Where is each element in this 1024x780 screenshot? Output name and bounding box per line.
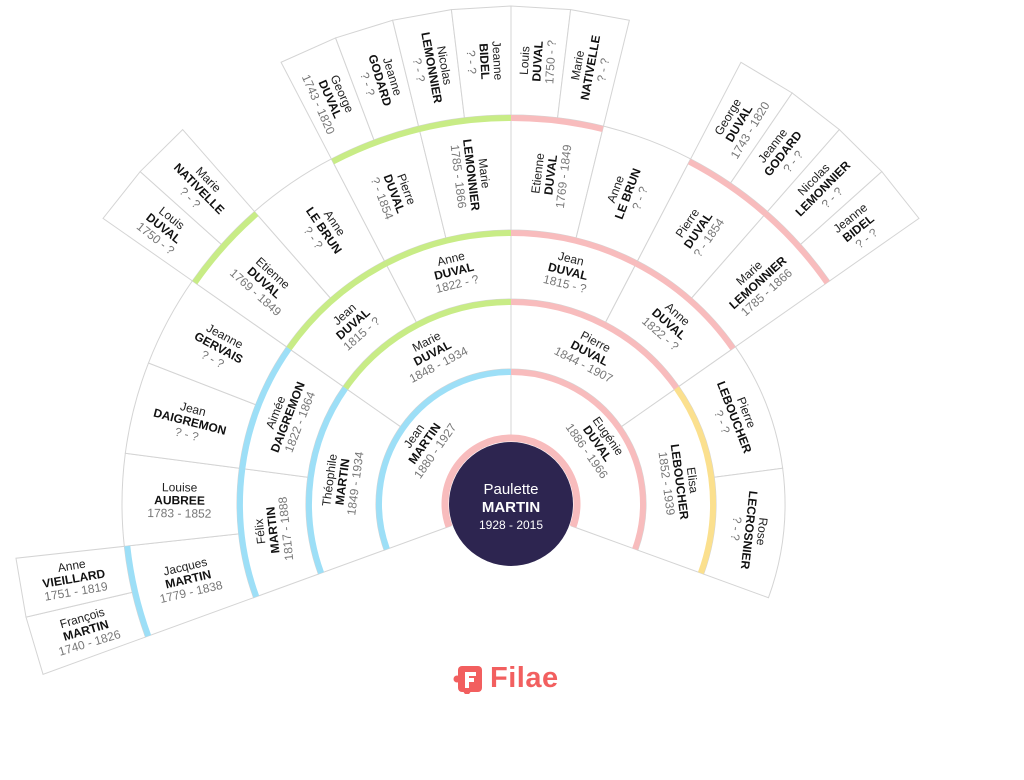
first-name: Anne xyxy=(436,249,467,269)
life-dates: ? - ? xyxy=(410,57,428,83)
lineage-arc xyxy=(192,211,259,285)
first-name: Louise xyxy=(162,480,198,494)
lineage-arc xyxy=(510,299,679,390)
lineage-arc xyxy=(418,115,512,132)
first-name: Félix xyxy=(252,518,269,545)
lineage-arc xyxy=(384,230,512,267)
lineage-arc xyxy=(674,386,716,575)
lineage-arc xyxy=(306,386,348,575)
lineage-arc xyxy=(237,468,260,598)
lineage-arc xyxy=(763,211,830,285)
lineage-arc xyxy=(343,299,512,390)
filae-logo[interactable]: Filae xyxy=(452,662,559,695)
filae-logo-text: Filae xyxy=(490,662,559,694)
first-name: Marie xyxy=(475,158,493,190)
lineage-arc xyxy=(286,260,388,351)
lineage-arc xyxy=(510,369,646,551)
lineage-arc xyxy=(687,158,768,217)
root-lineage-arc xyxy=(441,434,581,528)
first-name: Etienne xyxy=(528,152,547,194)
life-dates: ? - ? xyxy=(357,71,378,98)
first-name: Elisa xyxy=(684,466,701,494)
root-first-name: Paulette xyxy=(483,481,538,498)
lineage-arc xyxy=(634,260,736,351)
life-dates: ? - ? xyxy=(594,57,612,83)
first-name: Marie xyxy=(568,49,587,81)
last-name: DUVAL xyxy=(541,154,560,196)
first-name: Louis xyxy=(517,46,533,75)
life-dates: 1817 - 1888 xyxy=(275,496,296,562)
last-name: AUBREE xyxy=(154,493,205,508)
first-name: Théophile xyxy=(319,453,340,507)
last-name: BIDEL xyxy=(476,43,492,80)
last-name: DUVAL xyxy=(529,41,545,82)
last-name: MARTIN xyxy=(263,506,282,554)
filae-logo-icon xyxy=(453,665,482,694)
lineage-arc xyxy=(124,545,152,638)
lineage-arc xyxy=(376,369,512,551)
first-name: Jean xyxy=(557,249,586,269)
ancestor-cells xyxy=(15,5,920,675)
root-person-circle[interactable] xyxy=(449,442,573,566)
last-name: MARTIN xyxy=(332,458,352,506)
life-dates: 1783 - 1852 xyxy=(147,506,212,521)
first-name: Anne xyxy=(57,557,87,576)
root-last-name: MARTIN xyxy=(482,499,540,516)
life-dates: ? - ? xyxy=(728,516,745,542)
lineage-arc xyxy=(510,230,638,267)
life-dates: ? - ? xyxy=(464,50,479,75)
lineage-arc xyxy=(239,346,292,470)
root-dates: 1928 - 2015 xyxy=(479,518,543,532)
lineage-arc xyxy=(510,115,604,132)
first-name: Nicolas xyxy=(434,45,455,86)
first-name: Jean xyxy=(179,399,208,419)
life-dates: ? - ? xyxy=(173,425,200,445)
first-name: Jeanne xyxy=(489,40,505,80)
root-person[interactable]: Paulette MARTIN 1928 - 2015 xyxy=(441,434,581,566)
lineage-arc xyxy=(331,126,420,165)
lineage-arcs xyxy=(124,115,830,638)
life-dates: 1750 - ? xyxy=(542,39,559,84)
first-name: Rose xyxy=(753,517,770,547)
